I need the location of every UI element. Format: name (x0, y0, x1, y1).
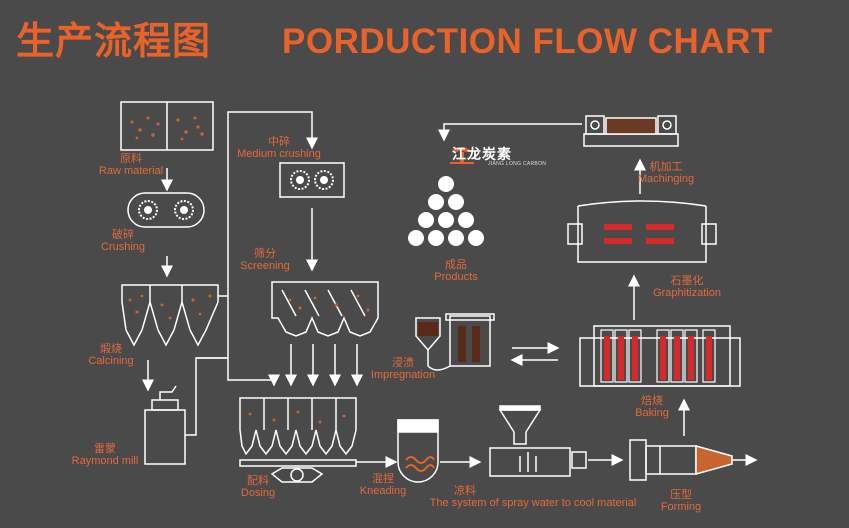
step-label-cn: 浸渍 (392, 356, 414, 369)
step-label-cn: 筛分 (254, 247, 276, 260)
forming-icon (629, 439, 733, 481)
calcining-icon (121, 284, 219, 347)
step-dosing: 配料 Dosing (236, 474, 280, 500)
step-label-cn: 煅烧 (100, 342, 122, 355)
step-label-en: Calcining (88, 355, 134, 367)
step-label-cn: 破碎 (112, 228, 134, 241)
step-crushing: 破碎 Crushing (96, 228, 150, 254)
medium-crushing-icon (279, 162, 345, 198)
title-chinese: 生产流程图 (16, 19, 212, 63)
screening-icon (271, 281, 379, 337)
step-label-cn: 机加工 (649, 160, 683, 173)
step-label-cn: 焙烧 (641, 394, 663, 407)
step-kneading: 混捏 Kneading (356, 472, 410, 498)
graphitization-icon (567, 200, 717, 263)
step-label-cn: 压型 (670, 488, 692, 501)
step-cooling: 凉料 The system of spray water to cool mat… (418, 484, 648, 510)
step-products: 成品 Products (428, 258, 484, 284)
step-label-en: Products (434, 271, 478, 283)
title-english: PORDUCTION FLOW CHART (282, 22, 773, 61)
step-raw-material: 原料 Raw material (96, 152, 166, 178)
step-label-en: Raw material (98, 165, 164, 177)
crushing-icon (127, 192, 205, 228)
step-label-cn: 凉料 (454, 484, 476, 497)
machining-icon (583, 115, 679, 147)
step-label-en: Crushing (100, 241, 146, 253)
step-label-en: Dosing (240, 487, 276, 499)
step-label-en: Impregnation (370, 369, 436, 381)
step-calcining: 煅烧 Calcining (84, 342, 138, 368)
brand-name: 江龙炭素 (452, 147, 512, 163)
raw-material-icon (120, 101, 214, 151)
brand-subtitle: JIANG LONG CARBON (488, 161, 547, 167)
step-label-en: Kneading (359, 485, 407, 497)
step-label-en: The system of spray water to cool materi… (429, 497, 637, 509)
step-label-cn: 成品 (445, 258, 467, 271)
step-label-en: Raymond mill (71, 455, 139, 467)
step-forming: 压型 Forming (652, 488, 710, 514)
step-label-en: Baking (635, 407, 669, 419)
impregnation-icon (415, 313, 495, 371)
baking-icon (579, 325, 741, 387)
step-label-cn: 石墨化 (670, 274, 704, 287)
step-raymond-mill: 雷蒙 Raymond mill (70, 442, 140, 468)
step-label-cn: 混捏 (372, 472, 394, 485)
step-label-en: Forming (660, 501, 702, 513)
step-medium-crushing: 中碎 Medium crushing (234, 135, 324, 161)
step-screening: 筛分 Screening (238, 247, 292, 273)
step-impregnation: 浸渍 Impregnation (364, 356, 442, 382)
step-baking: 焙烧 Baking (630, 394, 674, 420)
step-label-en: Machinging (637, 173, 695, 185)
step-label-cn: 原料 (120, 152, 142, 165)
step-label-cn: 中碎 (268, 135, 290, 148)
kneading-icon (397, 419, 439, 483)
step-graphitization: 石墨化 Graphitization (646, 274, 728, 300)
cooling-icon (489, 405, 587, 477)
dosing-icon (239, 397, 357, 467)
step-label-en: Graphitization (653, 287, 721, 299)
raymond-mill-icon (144, 385, 186, 465)
step-machining: 机加工 Machinging (630, 160, 702, 186)
step-label-en: Screening (240, 260, 290, 272)
brand-logo-icon (450, 147, 474, 164)
step-label-en: Medium crushing (237, 148, 321, 160)
step-label-cn: 雷蒙 (94, 442, 116, 455)
products-icon (406, 174, 486, 248)
step-label-cn: 配料 (247, 474, 269, 487)
dosing-scale-icon (270, 467, 324, 483)
